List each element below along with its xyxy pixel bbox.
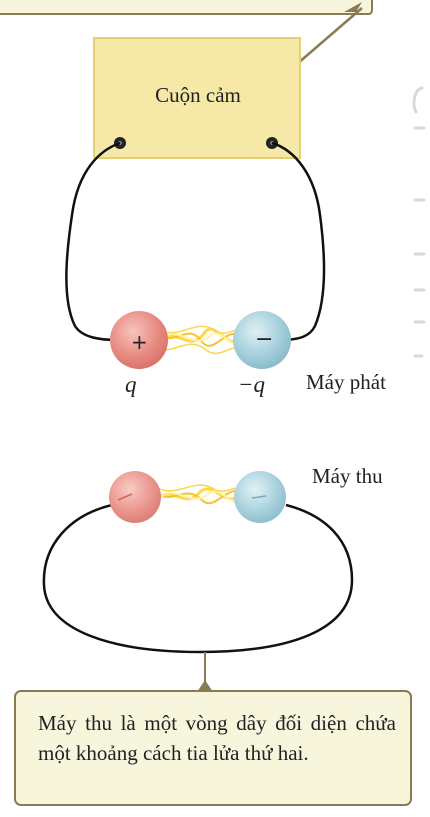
charge-positive-label: q [125,372,137,397]
receiver-positive-sphere [109,471,161,523]
inductor-label: Cuộn cảm [155,83,241,107]
receiver-plus-mark [117,493,133,501]
negative-sphere [233,311,291,369]
transmitter-wire-right [271,141,326,342]
receiver-note-text: Máy thu là một vòng dây đối diện chứa mộ… [38,711,396,765]
inductor-callout-line [289,7,363,71]
right-edge-marks [412,86,426,358]
inductor-box [93,37,301,159]
receiver-label: Máy thu [312,464,383,488]
positive-sphere [110,311,168,369]
note-callout-pointer [197,680,213,692]
receiver-loop [42,503,354,654]
minus-sign: − [255,327,274,352]
receiver-minus-mark [251,495,267,499]
transmitter-spark [158,325,242,355]
receiver-spark [156,484,242,504]
top-callout-box [0,0,373,15]
charge-negative-label: −q [238,372,266,397]
transmitter-label: Máy phát [306,370,386,394]
receiver-note-box: Máy thu là một vòng dây đối diện chứa mộ… [14,690,412,806]
transmitter-wire-left [65,141,121,342]
plus-sign: + [131,330,148,354]
top-callout-pointer [344,2,362,12]
